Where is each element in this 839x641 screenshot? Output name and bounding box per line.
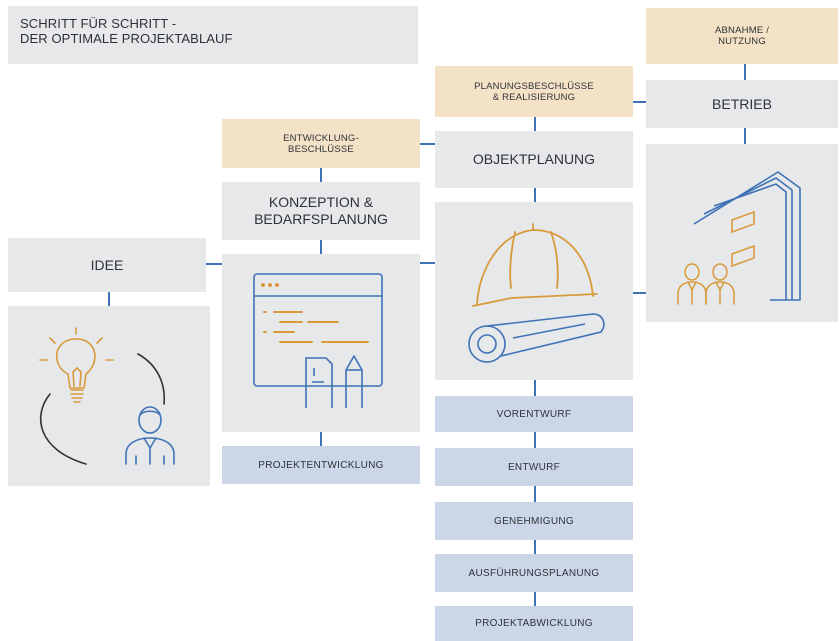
phase-betrieb-label: BETRIEB [712, 95, 772, 112]
step-genehmigung: GENEHMIGUNG [435, 502, 633, 540]
step-genehmigung-label: GENEHMIGUNG [494, 515, 574, 527]
konzeption-illustration-panel [222, 254, 420, 432]
connector-entw-konz [320, 168, 322, 182]
decision-abnahme: ABNAHME / NUTZUNG [646, 8, 838, 64]
decision-entwicklung-label: ENTWICKLUNG- BESCHLÜSSE [283, 132, 359, 155]
connector-steps-2 [534, 486, 536, 502]
betrieb-illustration-panel [646, 144, 838, 322]
connector-betrieb-panel [744, 128, 746, 144]
people-icon [677, 263, 735, 305]
building-icon [693, 171, 801, 301]
idea-cycle-arcs [39, 353, 165, 465]
phase-idee: IDEE [8, 238, 206, 292]
step-projektabwicklung: PROJEKTABWICKLUNG [435, 606, 633, 641]
phase-konzeption: KONZEPTION & BEDARFSPLANUNG [222, 182, 420, 240]
connector-abnahme-betrieb [744, 64, 746, 80]
connector-konz-panel [320, 240, 322, 254]
phase-objektplanung-label: OBJEKTPLANUNG [472, 151, 596, 167]
connector-steps-3 [534, 540, 536, 554]
browser-window-icon [253, 273, 383, 387]
step-vorentwurf-label: VORENTWURF [496, 408, 572, 420]
idee-illustration-panel [8, 306, 210, 486]
step-ausfuehrungsplanung: AUSFÜHRUNGSPLANUNG [435, 554, 633, 592]
step-projektentwicklung-label: PROJEKTENTWICKLUNG [258, 459, 384, 471]
connector-idee-v [108, 292, 110, 306]
lightbulb-icon [39, 327, 114, 403]
pencil-icon [345, 355, 363, 408]
decision-abnahme-label: ABNAHME / NUTZUNG [714, 25, 770, 47]
step-vorentwurf: VORENTWURF [435, 396, 633, 432]
person-icon [125, 406, 175, 465]
connector-konzeption-objekt [420, 262, 435, 264]
step-entwurf-label: ENTWURF [507, 461, 561, 473]
page-title: SCHRITT FÜR SCHRITT - DER OPTIMALE PROJE… [20, 16, 233, 46]
connector-objekt-betrieb [632, 101, 646, 103]
title-banner: SCHRITT FÜR SCHRITT - DER OPTIMALE PROJE… [8, 6, 418, 64]
connector-panel-steps [534, 380, 536, 396]
connector-planung-objekt [534, 117, 536, 131]
connector-objekt-betrieb-panel [632, 292, 646, 294]
objektplanung-illustration-panel [435, 202, 633, 380]
step-projektabwicklung-label: PROJEKTABWICKLUNG [475, 618, 593, 629]
phase-idee-label: IDEE [90, 256, 124, 273]
connector-idee-konzeption [205, 263, 225, 265]
connector-steps-1 [534, 432, 536, 448]
step-projektentwicklung: PROJEKTENTWICKLUNG [222, 446, 420, 484]
decision-entwicklung: ENTWICKLUNG- BESCHLÜSSE [222, 119, 420, 168]
connector-entwicklung-objekt [420, 143, 435, 145]
decision-planung: PLANUNGSBESCHLÜSSE & REALISIERUNG [435, 66, 633, 117]
connector-konz-projektentwicklung [320, 432, 322, 446]
connector-objekt-panel [534, 188, 536, 202]
step-entwurf: ENTWURF [435, 448, 633, 486]
document-icon [305, 357, 333, 408]
hard-hat-icon [472, 223, 598, 307]
connector-steps-4 [534, 592, 536, 606]
phase-objektplanung: OBJEKTPLANUNG [435, 131, 633, 188]
phase-betrieb: BETRIEB [646, 80, 838, 128]
phase-konzeption-label: KONZEPTION & BEDARFSPLANUNG [254, 194, 388, 227]
decision-planung-label: PLANUNGSBESCHLÜSSE & REALISIERUNG [474, 80, 594, 103]
blueprint-roll-icon [468, 313, 605, 363]
step-ausfuehrungsplanung-label: AUSFÜHRUNGSPLANUNG [468, 567, 600, 579]
